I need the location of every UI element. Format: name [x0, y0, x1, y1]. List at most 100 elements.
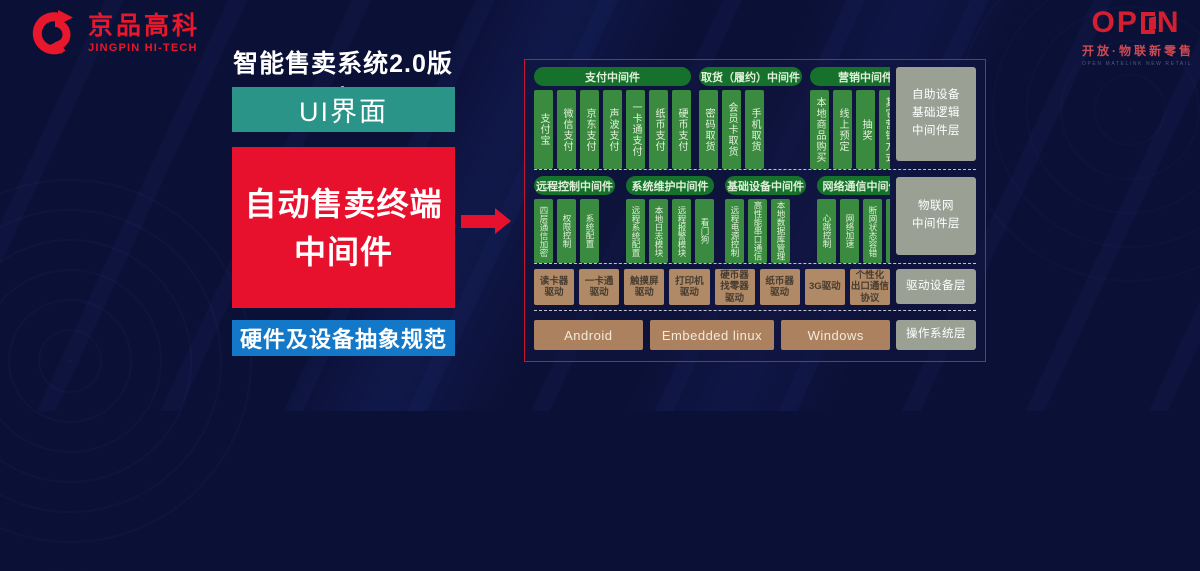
middleware-item: 会员卡取货	[722, 90, 741, 169]
middleware-group: 支付中间件支付宝微信支付京东支付声波支付一卡通支付纸币支付硬币支付	[534, 67, 691, 169]
layer-main-driver-layer: 读卡器 驱动一卡通 驱动触摸屏 驱动打印机 驱动硬币器 找零器 驱动纸币器 驱动…	[534, 264, 890, 310]
middleware-item: 纸币支付	[649, 90, 668, 169]
layer-iot-middleware: 远程控制中间件四层通信加密权限控制系统配置系统维护中间件远程系统配置本地日志模块…	[534, 170, 976, 264]
layer-driver-layer: 读卡器 驱动一卡通 驱动触摸屏 驱动打印机 驱动硬币器 找零器 驱动纸币器 驱动…	[534, 264, 976, 311]
middleware-item: 四层通信加密	[534, 199, 553, 263]
open-door-icon	[1140, 12, 1156, 34]
layer-main-iot-middleware: 远程控制中间件四层通信加密权限控制系统配置系统维护中间件远程系统配置本地日志模块…	[534, 170, 890, 263]
middleware-item: 权限控制	[557, 199, 576, 263]
jingpin-logo-icon	[32, 10, 73, 55]
middleware-item: 远程电源控制	[725, 199, 744, 263]
door-leaf-icon	[1148, 16, 1156, 31]
middleware-items: 心跳控制网络加速断网状态容错远程数据同步	[817, 199, 890, 263]
middleware-group: 网络通信中间件心跳控制网络加速断网状态容错远程数据同步	[817, 176, 890, 263]
open-logo-tagline: OPEN MATELINK NEW RETAIL	[1082, 61, 1193, 67]
middleware-group: 营销中间件本地商品购买线上预定抽奖其它营销方式广告控制	[810, 67, 890, 169]
layer-label-slot: 物联网 中间件层	[896, 170, 976, 263]
hardware-abstraction-box: 硬件及设备抽象规范	[232, 320, 455, 356]
middleware-group-title-text: 取货（履约）中间件	[701, 71, 800, 84]
middleware-item: 支付宝	[534, 90, 553, 169]
jingpin-logo: 京品高科 JINGPIN HI-TECH	[24, 10, 200, 58]
middleware-item: 高性能串口通信	[748, 199, 767, 263]
jingpin-logo-cn: 京品高科	[88, 12, 201, 40]
middleware-item: 一卡通支付	[626, 90, 645, 169]
open-logo-subtitle: 开放·物联新零售	[1082, 44, 1194, 58]
driver-item: 触摸屏 驱动	[624, 269, 665, 305]
middleware-item: 密码取货	[699, 90, 718, 169]
middleware-group-title-text: 营销中间件	[838, 71, 890, 84]
layer-label: 驱动设备层	[896, 269, 976, 304]
middleware-item: 抽奖	[856, 90, 875, 169]
middleware-group: 远程控制中间件四层通信加密权限控制系统配置	[534, 176, 615, 263]
vending-middleware-box: 自动售卖终端 中间件	[232, 147, 455, 308]
layer-label-slot: 驱动设备层	[896, 264, 976, 310]
middleware-item: 网络加速	[840, 199, 859, 263]
middleware-group-title: 营销中间件	[810, 67, 890, 86]
driver-item: 3G驱动	[804, 269, 845, 305]
driver-item: 读卡器 驱动	[534, 269, 575, 305]
middleware-group: 基础设备中间件远程电源控制高性能串口通信本地数据库管理	[725, 176, 806, 263]
open-logo: OP N 开放·物联新零售 OPEN MATELINK NEW RETAIL	[1082, 8, 1194, 68]
middleware-group: 取货（履约）中间件密码取货会员卡取货手机取货	[699, 67, 802, 169]
open-logo-n: N	[1156, 6, 1181, 39]
middleware-item: 本地商品购买	[810, 90, 829, 169]
middleware-group-title: 支付中间件	[534, 67, 691, 86]
open-logo-word: OP N	[1082, 8, 1190, 38]
architecture-panel: 支付中间件支付宝微信支付京东支付声波支付一卡通支付纸币支付硬币支付取货（履约）中…	[524, 59, 986, 362]
middleware-item: 本地数据库管理	[771, 199, 790, 263]
middleware-item: 远程报警模块	[672, 199, 691, 263]
page-title: 智能售卖系统2.0版本	[233, 50, 453, 114]
middleware-item: 远程数据同步	[886, 199, 890, 263]
middleware-items: 远程系统配置本地日志模块远程报警模块看门狗	[626, 199, 714, 263]
middleware-item: 手机取货	[745, 90, 764, 169]
driver-item: 硬币器 找零器 驱动	[714, 269, 755, 305]
layer-label-slot: 自助设备 基础逻辑 中间件层	[896, 60, 976, 169]
middleware-item: 看门狗	[695, 199, 714, 263]
middleware-item: 京东支付	[580, 90, 599, 169]
jingpin-logo-text: 京品高科 JINGPIN HI-TECH	[88, 12, 201, 55]
middleware-item: 声波支付	[603, 90, 622, 169]
middleware-items: 远程电源控制高性能串口通信本地数据库管理	[725, 199, 806, 263]
middleware-item: 心跳控制	[817, 199, 836, 263]
middleware-group: 系统维护中间件远程系统配置本地日志模块远程报警模块看门狗	[626, 176, 714, 263]
layer-business-middleware: 支付中间件支付宝微信支付京东支付声波支付一卡通支付纸币支付硬币支付取货（履约）中…	[534, 60, 976, 170]
middleware-item: 本地日志模块	[649, 199, 668, 263]
middleware-group-title-text: 网络通信中间件	[822, 180, 891, 193]
middleware-group-title-text: 支付中间件	[585, 71, 640, 84]
layer-label: 操作系统层	[896, 320, 976, 350]
middleware-items: 四层通信加密权限控制系统配置	[534, 199, 615, 263]
driver-item: 打印机 驱动	[669, 269, 710, 305]
middleware-items: 密码取货会员卡取货手机取货	[699, 90, 802, 169]
middleware-item: 远程系统配置	[626, 199, 645, 263]
middleware-item: 其它营销方式	[879, 90, 890, 169]
driver-item: 个性化 出口通信 协议	[849, 269, 890, 305]
jingpin-logo-en: JINGPIN HI-TECH	[88, 42, 198, 54]
arrow-right-icon	[461, 208, 511, 234]
middleware-group-title: 远程控制中间件	[534, 176, 615, 195]
middleware-group-title: 基础设备中间件	[725, 176, 806, 195]
os-item: Android	[534, 320, 643, 350]
middleware-group-title: 系统维护中间件	[626, 176, 714, 195]
driver-item: 一卡通 驱动	[579, 269, 620, 305]
middleware-items: 本地商品购买线上预定抽奖其它营销方式广告控制	[810, 90, 890, 169]
middleware-item: 线上预定	[833, 90, 852, 169]
middleware-item: 微信支付	[557, 90, 576, 169]
middleware-item: 断网状态容错	[863, 199, 882, 263]
middleware-item: 硬币支付	[672, 90, 691, 169]
middleware-group-title-text: 系统维护中间件	[631, 180, 709, 193]
ui-layer-box: UI界面	[232, 87, 455, 132]
driver-item: 纸币器 驱动	[759, 269, 800, 305]
middleware-group-title-text: 基础设备中间件	[727, 180, 804, 193]
layer-label-slot: 操作系统层	[896, 311, 976, 360]
middleware-group-title: 网络通信中间件	[817, 176, 890, 195]
open-logo-op: OP	[1091, 6, 1139, 39]
layer-main-business-middleware: 支付中间件支付宝微信支付京东支付声波支付一卡通支付纸币支付硬币支付取货（履约）中…	[534, 60, 890, 169]
os-item: Embedded linux	[649, 320, 775, 350]
middleware-group-title-text: 远程控制中间件	[536, 180, 613, 193]
os-item: Windows	[781, 320, 890, 350]
middleware-item: 系统配置	[580, 199, 599, 263]
layer-label: 物联网 中间件层	[896, 177, 976, 255]
middleware-group-title: 取货（履约）中间件	[699, 67, 802, 86]
